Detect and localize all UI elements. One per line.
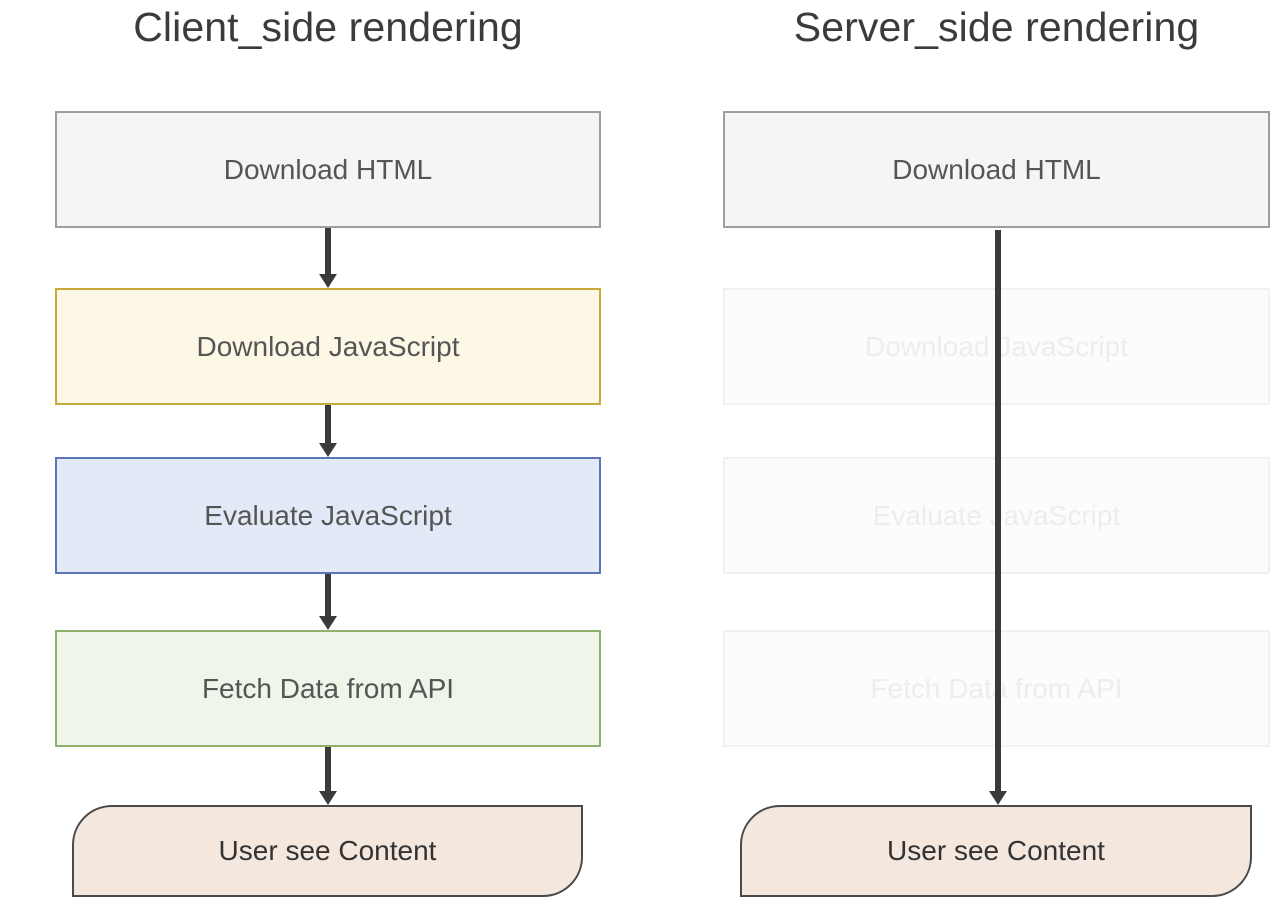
node-server-download-html[interactable]: Download HTML	[723, 111, 1270, 228]
node-label: User see Content	[887, 835, 1105, 866]
node-label: Download HTML	[892, 153, 1101, 185]
node-label: Download HTML	[223, 153, 433, 185]
arrow-client-3-to-4	[325, 574, 331, 617]
arrow-client-1-to-2	[325, 228, 331, 275]
arrow-server-download-html-to-user-see-content	[995, 230, 1001, 792]
node-client-user-see-content[interactable]: User see Content	[72, 805, 583, 897]
node-client-evaluate-javascript[interactable]: Evaluate JavaScript	[55, 457, 601, 574]
node-client-download-html[interactable]: Download HTML	[55, 111, 601, 228]
node-client-download-javascript[interactable]: Download JavaScript	[55, 288, 601, 405]
column-title-server-side: Server_side rendering	[793, 4, 1200, 50]
node-client-fetch-data-from-api[interactable]: Fetch Data from API	[55, 630, 601, 747]
node-server-fetch-data-from-api-skipped: Fetch Data from API	[723, 630, 1270, 747]
node-server-user-see-content[interactable]: User see Content	[740, 805, 1252, 897]
arrow-client-4-to-5	[325, 747, 331, 792]
node-label: Fetch Data from API	[201, 672, 455, 704]
node-label: User see Content	[218, 835, 437, 866]
column-title-client-side: Client_side rendering	[133, 4, 523, 50]
arrow-client-2-to-3	[325, 405, 331, 444]
node-label: Download JavaScript	[196, 330, 460, 362]
node-label: Evaluate JavaScript	[204, 499, 452, 531]
